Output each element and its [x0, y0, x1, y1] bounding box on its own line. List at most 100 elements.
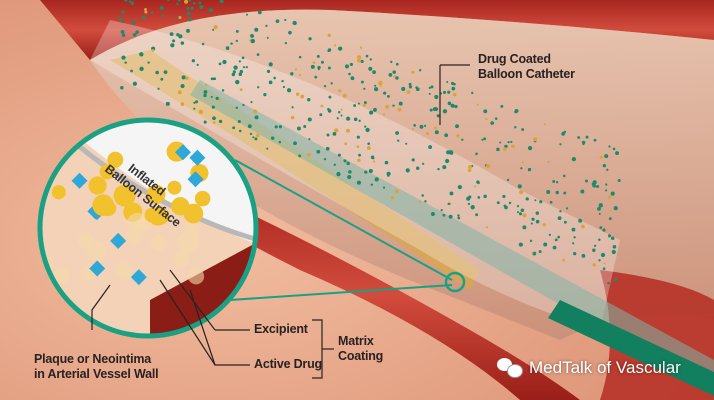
drug-particle	[196, 63, 199, 66]
drug-particle	[298, 55, 302, 59]
drug-particle	[180, 102, 185, 106]
drug-particle	[268, 80, 273, 85]
drug-particle	[397, 139, 400, 142]
drug-particle	[557, 235, 560, 239]
drug-particle	[531, 217, 535, 221]
drug-particle	[606, 168, 609, 171]
drug-particle	[543, 123, 546, 126]
drug-particle	[500, 104, 504, 108]
drug-particle	[371, 156, 375, 160]
drug-particle	[514, 126, 517, 129]
drug-particle	[218, 62, 222, 66]
label-excipient: Excipient	[254, 322, 308, 336]
drug-particle	[547, 160, 550, 164]
drug-particle	[561, 258, 565, 262]
drug-particle	[517, 184, 522, 189]
drug-particle	[604, 154, 609, 159]
excipient-sphere	[183, 203, 204, 224]
drug-particle	[165, 101, 170, 106]
drug-particle	[518, 212, 523, 216]
vessel-wall-lower	[200, 190, 580, 400]
excipient-sphere	[51, 185, 66, 200]
drug-particle	[180, 41, 185, 45]
drug-particle	[201, 42, 205, 46]
excipient-sphere	[167, 180, 182, 195]
drug-particle	[353, 104, 357, 108]
drug-particle	[418, 68, 422, 72]
drug-particle	[520, 208, 525, 213]
drug-particle	[485, 226, 488, 229]
drug-particle	[605, 189, 608, 192]
drug-particle	[470, 205, 475, 210]
drug-particle	[451, 81, 455, 86]
drug-particle	[483, 137, 487, 141]
excipient-sphere	[54, 268, 70, 284]
drug-particle	[563, 220, 567, 224]
drug-particle	[254, 115, 259, 120]
drug-particle	[527, 145, 533, 151]
drug-particle	[186, 28, 190, 33]
drug-particle	[408, 85, 413, 89]
drug-particle	[430, 85, 434, 89]
drug-particle	[256, 53, 260, 56]
drug-particle	[362, 103, 366, 107]
drug-particle	[155, 70, 159, 75]
drug-particle	[237, 119, 241, 124]
drug-particle	[253, 109, 258, 114]
drug-particle	[306, 152, 311, 157]
drug-particle	[434, 94, 439, 100]
drug-particle	[428, 145, 433, 150]
drug-particle	[340, 108, 343, 111]
drug-particle	[387, 95, 390, 98]
excipient-sphere	[115, 262, 134, 280]
drug-particle	[130, 69, 133, 73]
drug-particle	[139, 66, 144, 72]
drug-particle	[591, 182, 595, 186]
drug-particle	[522, 225, 527, 230]
drug-particle	[266, 69, 271, 73]
drug-particle	[132, 32, 137, 37]
drug-particle	[256, 133, 260, 138]
drug-particle	[467, 202, 471, 206]
drug-particle	[319, 113, 323, 117]
drug-particle	[193, 107, 196, 110]
drug-particle	[215, 96, 219, 100]
drug-particle	[317, 65, 321, 70]
drug-particle	[428, 92, 431, 95]
drug-particle	[121, 20, 124, 23]
drug-particle	[170, 43, 175, 48]
excipient-sphere	[113, 184, 136, 207]
drug-particle	[232, 70, 236, 74]
drug-particle	[169, 32, 174, 37]
drug-particle	[457, 184, 462, 190]
drug-particle	[499, 141, 502, 144]
drug-particle	[580, 189, 585, 194]
drug-particle	[254, 27, 259, 32]
drug-particle	[436, 114, 440, 118]
drug-particle	[388, 73, 393, 77]
drug-particle	[130, 1, 135, 5]
excipient-sphere	[99, 164, 115, 180]
drug-particle	[296, 126, 301, 131]
drug-particle	[284, 18, 287, 22]
drug-particle	[121, 10, 125, 14]
drug-particle	[474, 185, 477, 188]
drug-particle	[393, 75, 396, 78]
drug-particle	[232, 126, 236, 130]
drug-particle	[346, 161, 350, 166]
drug-particle	[581, 253, 586, 258]
drug-particle	[235, 39, 238, 43]
drug-particle	[390, 60, 393, 64]
drug-particle	[123, 0, 128, 2]
drug-particle	[374, 84, 377, 87]
drug-particle	[448, 214, 453, 219]
drug-particle	[219, 0, 224, 4]
drug-particle	[543, 242, 548, 247]
drug-particle	[353, 117, 358, 122]
drug-particle	[549, 200, 553, 204]
drug-particle	[316, 54, 320, 58]
drug-particle	[608, 145, 611, 148]
catheter-tip	[548, 300, 714, 396]
drug-particle	[378, 80, 383, 86]
drug-particle	[571, 157, 576, 162]
